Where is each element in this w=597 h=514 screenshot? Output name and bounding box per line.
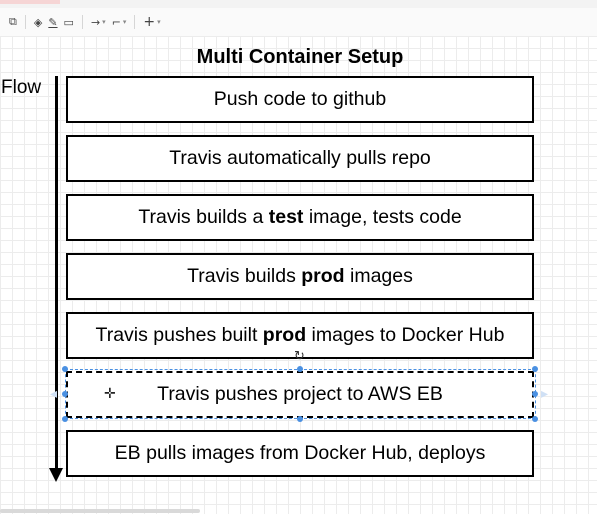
step-text: Push code to github [213,88,387,110]
step-box-push-code[interactable]: Push code to github [66,76,534,123]
chevron-down-icon: ▾ [157,18,161,26]
resize-handle-s[interactable] [297,416,303,422]
connect-arrow-left-icon[interactable]: ◂ [50,386,58,402]
diagram-title[interactable]: Multi Container Setup [196,46,404,68]
duplicate-icon[interactable]: ⧉ [9,15,17,28]
step-text: Travis builds a test image, tests code [138,206,462,228]
fill-color-icon[interactable]: ◈ [33,15,43,29]
insert-button[interactable]: + ▾ [140,12,163,32]
horizontal-scrollbar[interactable] [0,509,200,513]
resize-handle-se[interactable] [532,416,538,422]
resize-handle-e[interactable] [532,391,538,397]
move-icon[interactable]: ✛ [104,386,116,402]
waypoints-icon: ⌐ [111,15,121,29]
step-box-pull-repo[interactable]: Travis automatically pulls repo [66,135,534,182]
step-box-push-aws-eb[interactable]: Travis pushes project to AWS EB [66,371,534,418]
tab-accent [0,0,60,4]
flow-label[interactable]: Flow [1,77,42,98]
step-text: Travis automatically pulls repo [169,147,431,169]
rotate-icon[interactable]: ↻ [294,349,305,364]
connect-arrow-right-icon[interactable]: ▸ [541,386,549,402]
window-top-strip [0,0,597,8]
chevron-down-icon: ▾ [122,18,127,26]
resize-handle-n[interactable] [297,366,303,372]
step-text: EB pulls images from Docker Hub, deploys [114,442,486,464]
connection-button[interactable]: → ▾ [88,12,109,32]
resize-handle-ne[interactable] [532,366,538,372]
step-text: Travis builds prod images [187,265,413,287]
toolbar-divider [81,15,83,29]
connection-icon: → [90,15,101,29]
insert-icon: + [143,14,156,30]
step-box-prod-images[interactable]: Travis builds prod images [66,253,534,300]
step-text: Travis pushes project to AWS EB [157,383,443,405]
resize-handle-sw[interactable] [62,416,68,422]
waypoints-button[interactable]: ⌐ ▾ [109,12,130,32]
toolbar-divider [24,15,26,29]
line-color-icon[interactable]: ✎ [48,15,58,29]
shadow-icon[interactable]: ▭ [63,15,74,29]
resize-handle-nw[interactable] [62,366,68,372]
step-box-test-image[interactable]: Travis builds a test image, tests code [66,194,534,241]
chevron-down-icon: ▾ [102,18,106,26]
step-text: Travis pushes built prod images to Docke… [95,324,505,346]
toolbar-divider [134,15,136,29]
format-toolbar: ⧉ ◈ ✎ ▭ → ▾ ⌐ ▾ + ▾ [0,8,597,37]
flow-arrow[interactable] [55,76,58,472]
resize-handle-w[interactable] [62,391,68,397]
flow-arrowhead [49,468,63,482]
step-box-eb-deploys[interactable]: EB pulls images from Docker Hub, deploys [66,430,534,477]
step-box-push-docker-hub[interactable]: Travis pushes built prod images to Docke… [66,312,534,359]
